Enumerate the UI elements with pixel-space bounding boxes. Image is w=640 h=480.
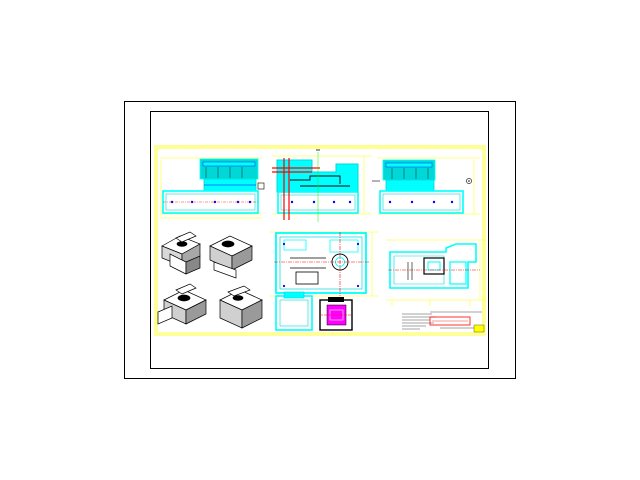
isometric-view-2 [209, 235, 253, 279]
drawing-frame [154, 145, 486, 336]
front-elevation-view-right [372, 157, 480, 215]
isometric-view-1 [161, 231, 201, 275]
section-view-center [272, 149, 372, 222]
isometric-view-4 [219, 285, 263, 329]
isometric-views [157, 231, 263, 329]
isometric-view-3 [157, 283, 207, 325]
detail-view-bottom-left [275, 291, 313, 331]
section-view-right [386, 239, 486, 306]
title-block [429, 311, 485, 333]
front-elevation-view-left [160, 157, 265, 219]
plan-view-center [270, 231, 378, 297]
detail-view-magenta [319, 297, 353, 331]
